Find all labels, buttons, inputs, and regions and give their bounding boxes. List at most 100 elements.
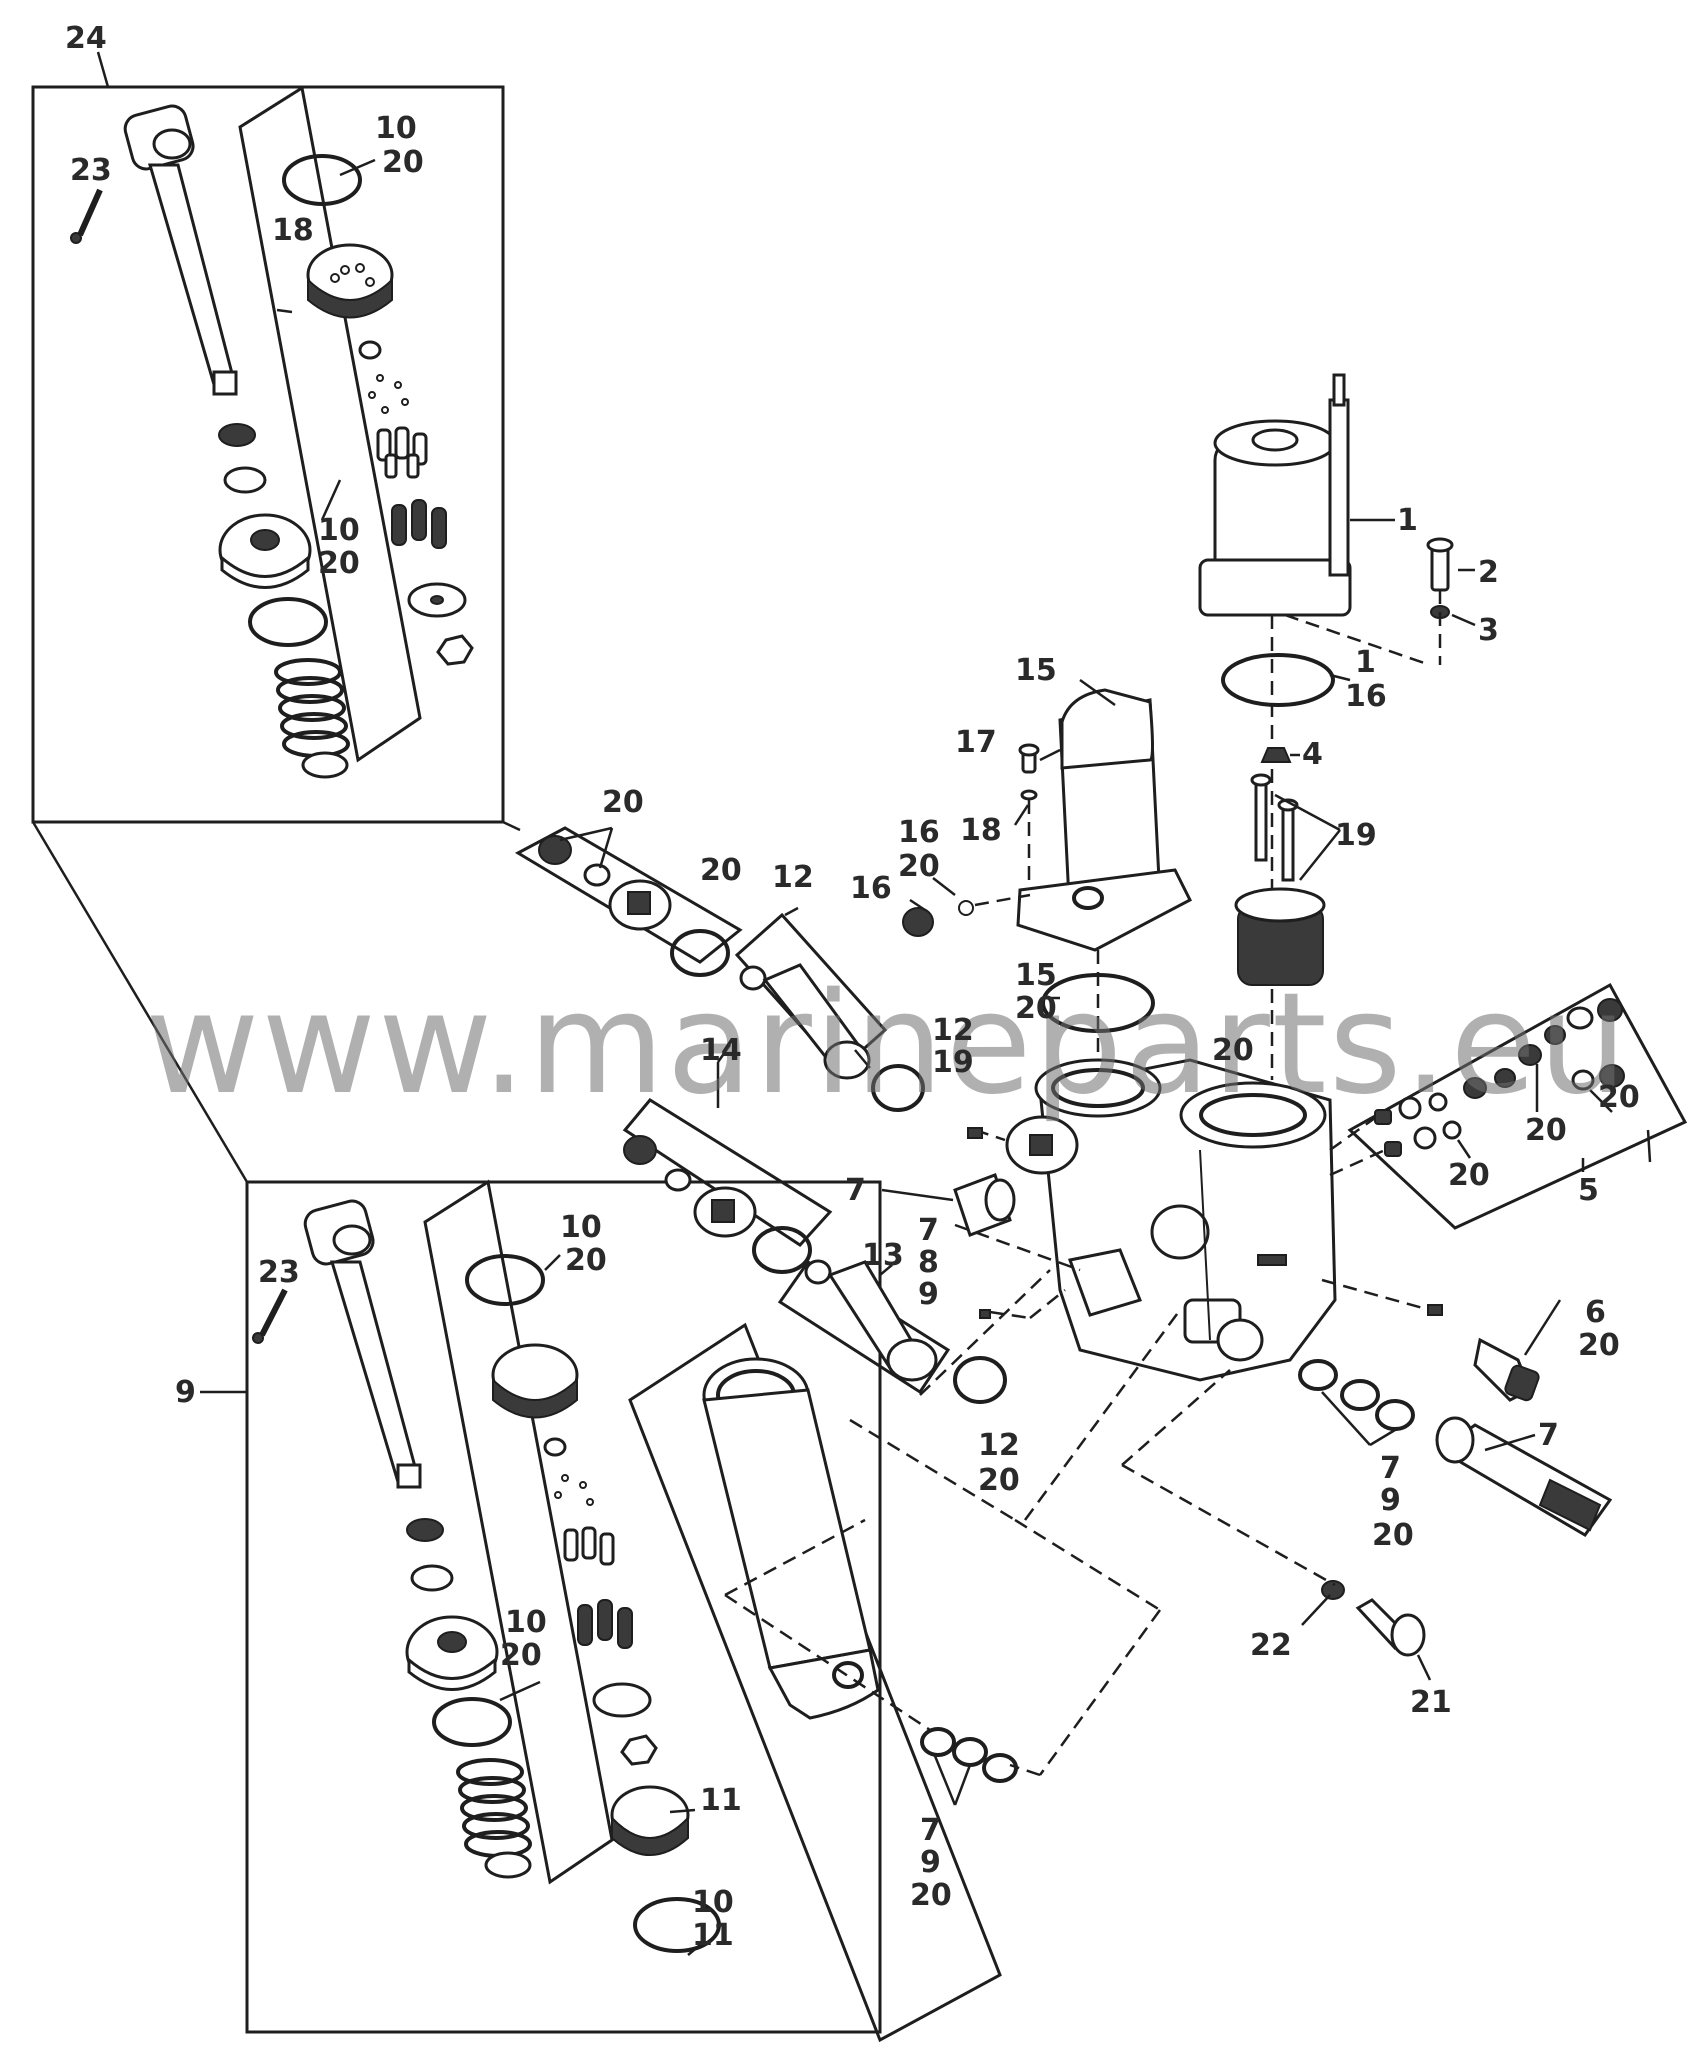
callout-7: 7 [918, 1213, 939, 1248]
callout-10: 10 [318, 513, 360, 548]
spring [456, 1758, 532, 1858]
callout-10: 10 [692, 1885, 734, 1920]
dashed-routing [724, 1010, 1336, 1777]
callout-11: 11 [700, 1783, 742, 1818]
callout-16: 16 [1345, 679, 1387, 714]
callout-15: 15 [1015, 653, 1057, 688]
assembly-box-24 [31, 51, 505, 824]
callout-20: 20 [978, 1463, 1020, 1498]
o-ring-12-20 [953, 1356, 1007, 1404]
callout-7: 7 [1380, 1451, 1401, 1486]
callout-16: 16 [898, 815, 940, 850]
valve-assembly-14 [622, 1062, 833, 1274]
callout-10: 10 [505, 1605, 547, 1640]
callout-20: 20 [700, 853, 742, 888]
piston-10-20 [405, 1615, 499, 1691]
callout-20: 20 [565, 1243, 607, 1278]
callout-13: 13 [862, 1238, 904, 1273]
plug-16 [902, 893, 1031, 937]
callout-11: 11 [692, 1918, 734, 1953]
manual-release-valve-6 [1321, 1278, 1540, 1402]
valve-cap [967, 1115, 1079, 1175]
o-rings-7-9-20 [1298, 1359, 1415, 1447]
callout-20: 20 [1212, 1033, 1254, 1068]
callout-15: 15 [1015, 958, 1057, 993]
callout-20: 20 [318, 546, 360, 581]
callout-1: 1 [1397, 503, 1418, 538]
callout-7: 7 [920, 1813, 941, 1848]
motor-1 [1198, 373, 1431, 1010]
o-ring-1-16 [1221, 653, 1335, 707]
callout-20: 20 [1015, 991, 1057, 1026]
callout-9: 9 [918, 1277, 939, 1312]
o-ring [282, 154, 362, 206]
callout-17: 17 [955, 725, 997, 760]
spring [274, 658, 350, 758]
callout-3: 3 [1478, 613, 1499, 648]
check-valve-parts [554, 1474, 658, 1766]
callout-20: 20 [1598, 1080, 1640, 1115]
callout-10: 10 [375, 111, 417, 146]
o-ring-12-19 [871, 1064, 925, 1112]
callout-18: 18 [960, 813, 1002, 848]
nut-4 [1260, 747, 1292, 763]
callout-23: 23 [70, 153, 112, 188]
callout-20: 20 [910, 1878, 952, 1913]
callout-22: 22 [1250, 1628, 1292, 1663]
spring-seat [301, 751, 349, 779]
callout-12: 12 [772, 860, 814, 895]
callout-4: 4 [1302, 737, 1323, 772]
bolts-19 [1250, 773, 1299, 882]
reservoir-15 [1016, 678, 1192, 952]
leader-box [502, 820, 521, 832]
callout-labels: 24 23 10 20 18 10 20 1 2 3 1 16 4 15 17 … [65, 21, 1640, 1953]
callout-19: 19 [1335, 818, 1377, 853]
callout-14: 14 [700, 1033, 742, 1068]
callout-20: 20 [1525, 1113, 1567, 1148]
screw-23 [70, 188, 103, 244]
callout-21: 21 [1410, 1685, 1452, 1720]
trim-cylinder [628, 1322, 1002, 2043]
callout-20: 20 [1372, 1518, 1414, 1553]
pump-19 [1234, 887, 1326, 986]
callout-9: 9 [1380, 1483, 1401, 1518]
callout-24: 24 [65, 21, 107, 56]
piston-rod [123, 104, 238, 396]
piston-rod [303, 1199, 422, 1489]
callout-20: 20 [898, 849, 940, 884]
callout-12: 12 [932, 1013, 974, 1048]
callout-12: 12 [978, 1428, 1020, 1463]
callout-9: 9 [920, 1845, 941, 1880]
callout-19: 19 [932, 1045, 974, 1080]
piston-18 [306, 243, 394, 319]
o-rings-bottom [920, 1727, 1018, 1806]
callout-8: 8 [918, 1245, 939, 1280]
washer [223, 466, 267, 494]
bolt-21 [1355, 1598, 1426, 1657]
piston-10-20 [218, 513, 312, 589]
o-ring [248, 597, 328, 647]
washer [218, 423, 256, 447]
callout-6: 6 [1585, 1295, 1606, 1330]
assembly-box-9 [200, 1179, 1002, 2043]
check-valve-parts [368, 374, 474, 666]
manifold-body [1034, 1058, 1337, 1382]
callout-18: 18 [272, 213, 314, 248]
valve-spool-13 [777, 1259, 951, 1395]
callout-16: 16 [850, 871, 892, 906]
pivot-pin-7 [1435, 1416, 1613, 1537]
valve-group-5 [1329, 982, 1688, 1230]
callout-9: 9 [175, 1375, 196, 1410]
piston-11 [610, 1785, 690, 1856]
screw-23 [252, 1288, 288, 1344]
valve-assembly-20 [514, 826, 743, 977]
callout-10: 10 [560, 1210, 602, 1245]
callout-2: 2 [1478, 555, 1499, 590]
callout-1: 1 [1355, 645, 1376, 680]
callout-20: 20 [1578, 1328, 1620, 1363]
callout-5: 5 [1578, 1173, 1599, 1208]
leader-box [31, 821, 249, 1183]
callout-20: 20 [500, 1638, 542, 1673]
